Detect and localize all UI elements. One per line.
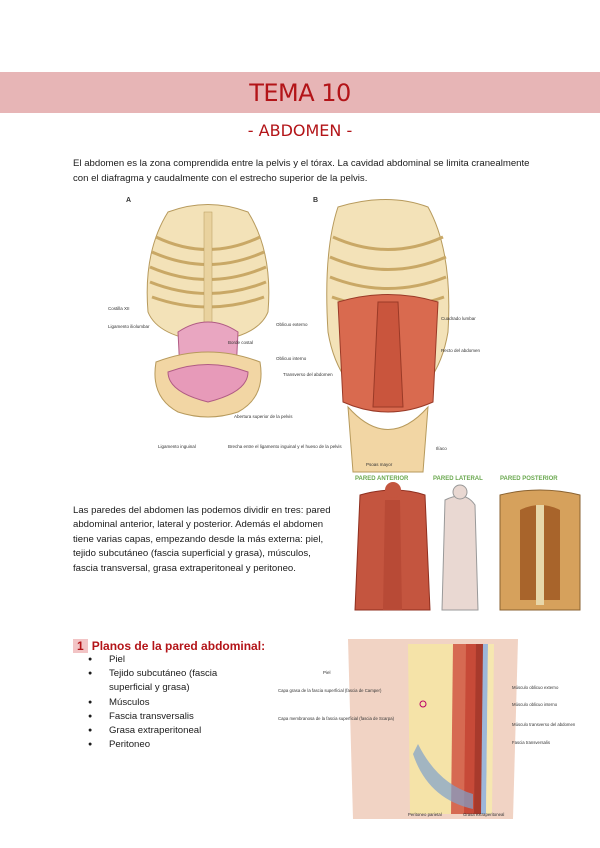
walls-paragraph: Las paredes del abdomen las podemos divi… [73,505,331,574]
abdominal-walls-figure: PARED ANTERIOR PARED LATERAL PARED POSTE… [340,470,590,615]
svg-text:Oblicuo externo: Oblicuo externo [276,322,308,327]
svg-text:Grasa extraperitoneal: Grasa extraperitoneal [463,812,504,817]
svg-text:Transverso del abdomen: Transverso del abdomen [283,372,333,377]
svg-text:Peritoneo parietal: Peritoneo parietal [408,812,442,817]
svg-text:Músculo oblicuo externo: Músculo oblicuo externo [512,685,559,690]
svg-text:Psoas mayor: Psoas mayor [366,462,393,467]
svg-text:Cuadrado lumbar: Cuadrado lumbar [441,316,476,321]
posterior-wall-illustration [499,489,581,611]
intro-paragraph: El abdomen es la zona comprendida entre … [73,158,530,184]
section-number: 1 [73,639,88,653]
svg-text:Oblicuo interno: Oblicuo interno [276,356,307,361]
torso-cross-section-illustration [348,639,518,819]
layers-list: Piel Tejido subcutáneo (fascia superfici… [88,653,259,753]
panel-b-label: B [313,197,318,204]
svg-text:Borde costal: Borde costal [228,340,253,345]
wall-posterior-label: PARED POSTERIOR [500,476,558,482]
svg-text:Músculo transverso del abdomen: Músculo transverso del abdomen [512,722,576,727]
svg-text:Capa grasa de la fascia superf: Capa grasa de la fascia superficial (fas… [278,688,382,693]
svg-text:Abertura superior de la pelvis: Abertura superior de la pelvis [234,414,293,419]
list-item: Peritoneo [88,738,259,752]
wall-anterior-label: PARED ANTERIOR [355,476,409,482]
svg-text:Piel: Piel [323,670,331,675]
svg-text:Fascia transversalis: Fascia transversalis [512,740,550,745]
svg-text:Brecha entre el ligamento ingu: Brecha entre el ligamento inguinal y el … [228,444,342,449]
svg-text:Recto del abdomen: Recto del abdomen [441,348,481,353]
svg-text:Músculo oblicuo interno: Músculo oblicuo interno [512,702,558,707]
list-item: Músculos [88,696,259,710]
thorax-abdomen-figure: A Costilla XII Ligamento iliolumbar Bord… [108,192,498,482]
abdominal-muscles-illustration [326,199,450,473]
svg-text:Capa membranosa de la fascia s: Capa membranosa de la fascia superficial… [278,716,395,721]
list-item: Fascia transversalis [88,710,259,724]
svg-text:Ilíaco: Ilíaco [436,446,447,451]
abdominal-layers-figure: Piel Capa grasa de la fascia superficial… [268,634,588,826]
panel-a-label: A [126,197,131,204]
page-title: TEMA 10 [249,79,351,107]
svg-text:Ligamento inguinal: Ligamento inguinal [158,444,196,449]
svg-text:Ligamento iliolumbar: Ligamento iliolumbar [108,324,150,329]
rib-cage-a-illustration [146,204,270,418]
list-item: Grasa extraperitoneal [88,724,259,738]
list-item: Piel [88,653,259,667]
page-subtitle: - ABDOMEN - [247,121,353,140]
lateral-wall-illustration [441,484,479,611]
anterior-wall-illustration [354,482,431,611]
section-title: Planos de la pared abdominal: [91,639,266,653]
svg-text:Costilla XII: Costilla XII [108,306,130,311]
list-item: Tejido subcutáneo (fascia superficial y … [88,667,259,695]
wall-lateral-label: PARED LATERAL [433,476,483,482]
title-banner [0,72,600,113]
